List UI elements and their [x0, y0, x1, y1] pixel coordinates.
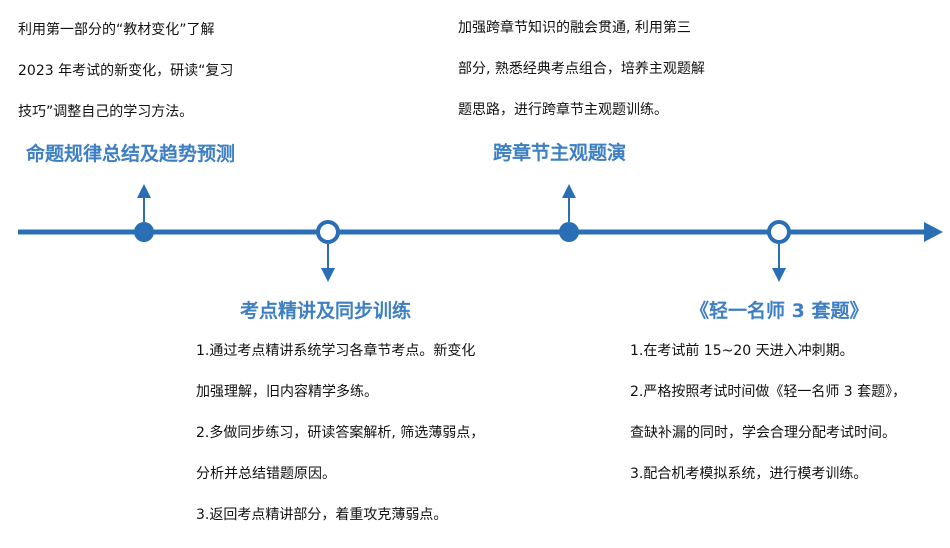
- stage-1-title: 命题规律总结及趋势预测: [26, 143, 236, 165]
- stage-3-description: 加强跨章节知识的融会贯通, 利用第三 部分, 熟悉经典考点组合，培养主观题解 题…: [458, 8, 705, 131]
- description-line: 查缺补漏的同时，学会合理分配考试时间。: [630, 425, 896, 441]
- timeline-arrowhead-icon: [924, 222, 943, 242]
- stage-4-node: [767, 220, 791, 244]
- description-line: 加强理解，旧内容精学多练。: [196, 384, 378, 400]
- description-line: 2.严格按照考试时间做《轻一名师 3 套题》，: [630, 384, 907, 400]
- description-line: 1.在考试前 15~20 天进入冲刺期。: [630, 343, 854, 359]
- description-line: 技巧”调整自己的学习方法。: [18, 104, 194, 120]
- description-line: 3.返回考点精讲部分，着重攻克薄弱点。: [196, 507, 448, 523]
- stage-3-title: 跨章节主观题演: [493, 142, 627, 164]
- stage-2-description: 1.通过考点精讲系统学习各章节考点。新变化 加强理解，旧内容精学多练。 2.多做…: [196, 331, 484, 536]
- description-line: 3.配合机考模拟系统，进行模考训练。: [630, 466, 868, 482]
- stage-1-node: [134, 222, 154, 242]
- description-line: 利用第一部分的“教材变化”了解: [18, 22, 215, 38]
- description-line: 分析并总结错题原因。: [196, 466, 336, 482]
- description-line: 加强跨章节知识的融会贯通, 利用第三: [458, 20, 691, 36]
- arrow-up-icon: [562, 184, 576, 198]
- description-line: 部分, 熟悉经典考点组合，培养主观题解: [458, 61, 705, 77]
- arrow-down-icon: [321, 268, 335, 282]
- stage-2-node: [316, 220, 340, 244]
- stage-2-title: 考点精讲及同步训练: [240, 300, 412, 322]
- stage-1-description: 利用第一部分的“教材变化”了解 2023 年考试的新变化，研读“复习 技巧”调整…: [18, 10, 233, 133]
- stage-4-title: 《轻一名师 3 套题》: [690, 300, 869, 322]
- arrow-up-icon: [137, 184, 151, 198]
- arrow-down-icon: [772, 268, 786, 282]
- stage-3-node: [559, 222, 579, 242]
- description-line: 2023 年考试的新变化，研读“复习: [18, 63, 234, 79]
- description-line: 2.多做同步练习，研读答案解析, 筛选薄弱点，: [196, 425, 485, 441]
- stage-4-description: 1.在考试前 15~20 天进入冲刺期。 2.严格按照考试时间做《轻一名师 3 …: [630, 331, 906, 495]
- description-line: 1.通过考点精讲系统学习各章节考点。新变化: [196, 343, 476, 359]
- description-line: 题思路，进行跨章节主观题训练。: [458, 102, 668, 118]
